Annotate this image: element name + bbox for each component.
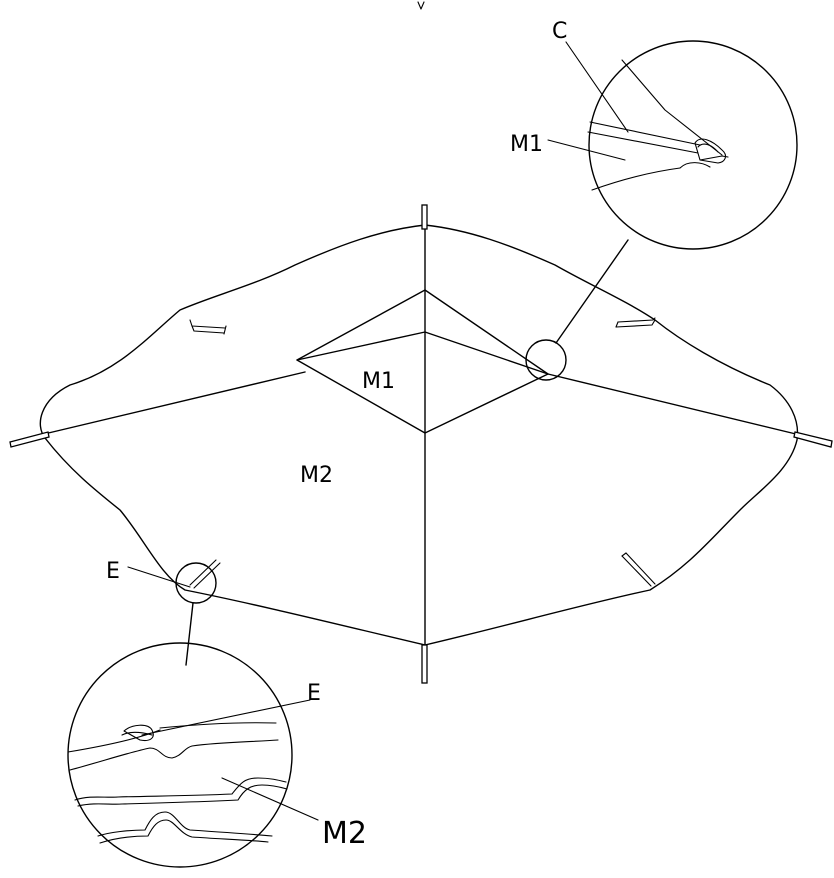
label-m1-detail: M1 <box>510 132 543 157</box>
label-m1-center: M1 <box>362 369 395 394</box>
label-e-detail: E <box>307 681 321 706</box>
detail-e-connector <box>185 602 194 666</box>
central-kite-inner-lines <box>296 331 549 375</box>
label-m2-center: M2 <box>300 463 333 488</box>
upper-left-bracket <box>189 319 227 335</box>
top-tick-mark <box>417 1 425 10</box>
upper-right-bracket <box>615 317 656 328</box>
lower-right-bracket <box>621 552 656 587</box>
detail-c-magnified <box>587 40 798 250</box>
leader-m2-detail <box>221 777 319 821</box>
label-c: C <box>552 19 567 44</box>
lower-left-bracket <box>189 559 221 589</box>
outer-membrane-outline <box>39 224 799 646</box>
leader-m1-detail <box>547 139 626 161</box>
detail-c-marker-circle <box>525 339 567 381</box>
leader-e-detail <box>141 699 311 736</box>
detail-c-connector <box>555 239 629 344</box>
bottom-post <box>421 644 428 684</box>
leader-c <box>565 41 629 133</box>
left-anchor-rod <box>9 431 50 448</box>
detail-e-marker-circle <box>175 562 217 604</box>
label-e-main: E <box>106 559 120 584</box>
right-anchor-rod <box>793 431 833 448</box>
right-cable-line <box>547 373 801 436</box>
label-m2-detail: M2 <box>322 816 367 851</box>
detail-e-magnified <box>67 642 293 868</box>
leader-e-main <box>127 566 191 588</box>
left-cable-line <box>39 371 306 436</box>
top-post <box>421 204 428 230</box>
